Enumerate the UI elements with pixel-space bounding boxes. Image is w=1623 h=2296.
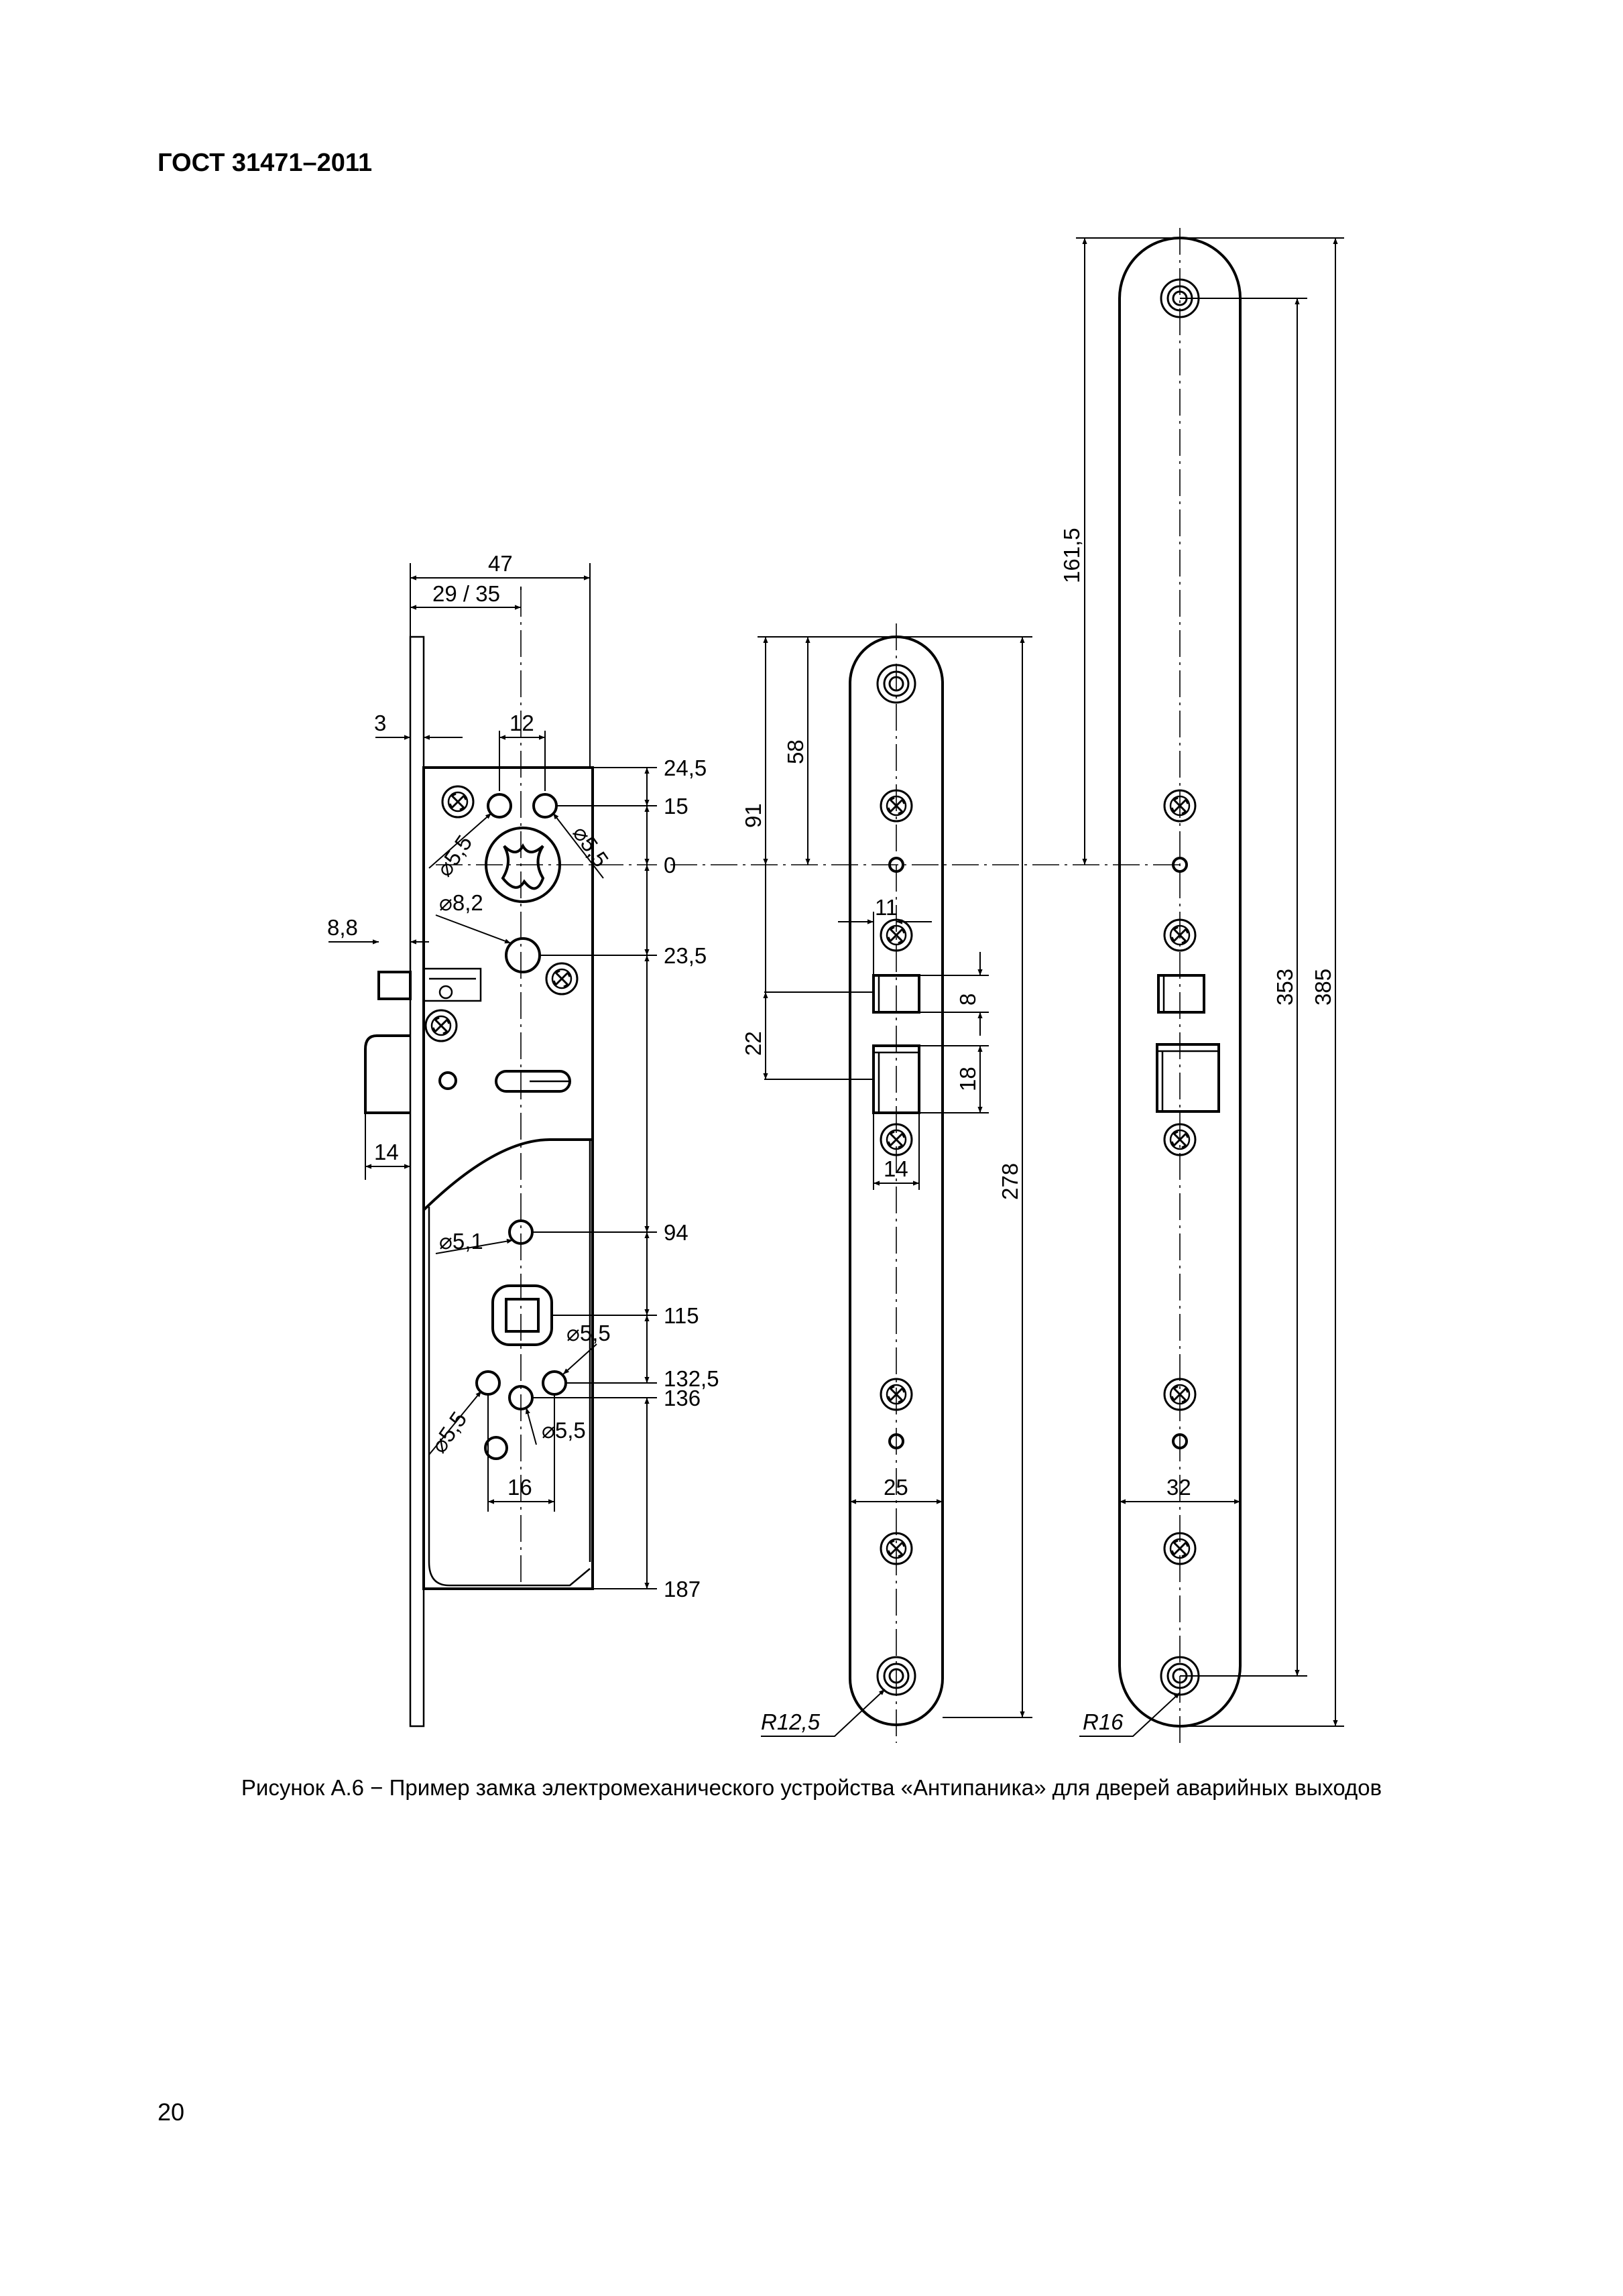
dim-lock-0: 0 [664, 853, 676, 878]
dim-face-18: 18 [955, 1067, 980, 1091]
page-number: 20 [158, 2098, 185, 2126]
dim-lock-136: 136 [664, 1386, 701, 1410]
dim-lock-15: 15 [664, 794, 688, 819]
figure-caption: Рисунок А.6 − Пример замка электромехани… [241, 1775, 1382, 1800]
dim-lock-24-5: 24,5 [664, 756, 707, 780]
dim-lock-d5-5-c: ⌀5,5 [566, 1321, 611, 1345]
dim-strike-161-5: 161,5 [1059, 528, 1084, 583]
dim-lock-47: 47 [488, 551, 513, 576]
dim-lock-94: 94 [664, 1220, 688, 1245]
dim-strike-32: 32 [1166, 1475, 1191, 1500]
dim-lock-187: 187 [664, 1577, 701, 1602]
faceplate-view: 91 58 11 8 22 18 14 278 25 R12,5 [670, 623, 1180, 1743]
dim-lock-29-35: 29 / 35 [432, 581, 500, 606]
dim-lock-12: 12 [509, 711, 534, 735]
dim-lock-14: 14 [374, 1140, 399, 1164]
dim-face-25: 25 [884, 1475, 908, 1500]
dim-lock-d5-1: ⌀5,1 [439, 1229, 483, 1254]
dim-face-278: 278 [998, 1163, 1022, 1200]
dim-face-8: 8 [955, 993, 980, 1006]
dim-strike-353: 353 [1272, 969, 1297, 1006]
dim-strike-385: 385 [1311, 969, 1335, 1006]
dim-lock-16: 16 [507, 1475, 532, 1500]
dim-face-91: 91 [741, 803, 766, 828]
dim-face-22: 22 [741, 1031, 766, 1056]
dim-face-11: 11 [875, 895, 898, 920]
lock-body-view: 47 29 / 35 12 3 8,8 14 16 24,5 15 0 23,5… [327, 551, 719, 1728]
dim-lock-132-5: 132,5 [664, 1366, 719, 1391]
dim-lock-d5-5-b: ⌀5,5 [568, 821, 613, 871]
dim-lock-d8-2: ⌀8,2 [439, 890, 483, 915]
dim-face-14: 14 [884, 1156, 908, 1181]
dim-face-r12-5: R12,5 [761, 1709, 821, 1734]
dim-lock-3: 3 [374, 711, 386, 735]
dim-lock-23-5: 23,5 [664, 943, 707, 968]
dim-lock-d5-5-e: ⌀5,5 [542, 1418, 586, 1443]
dim-lock-8-8: 8,8 [327, 915, 358, 940]
document-header: ГОСТ 31471–2011 [158, 149, 373, 177]
dim-face-58: 58 [783, 739, 808, 764]
dim-lock-d5-5-a: ⌀5,5 [431, 831, 477, 881]
dim-strike-r16: R16 [1083, 1709, 1124, 1734]
dim-lock-115: 115 [664, 1303, 699, 1328]
strike-plate-view: 161,5 353 385 32 R16 [1059, 228, 1344, 1743]
